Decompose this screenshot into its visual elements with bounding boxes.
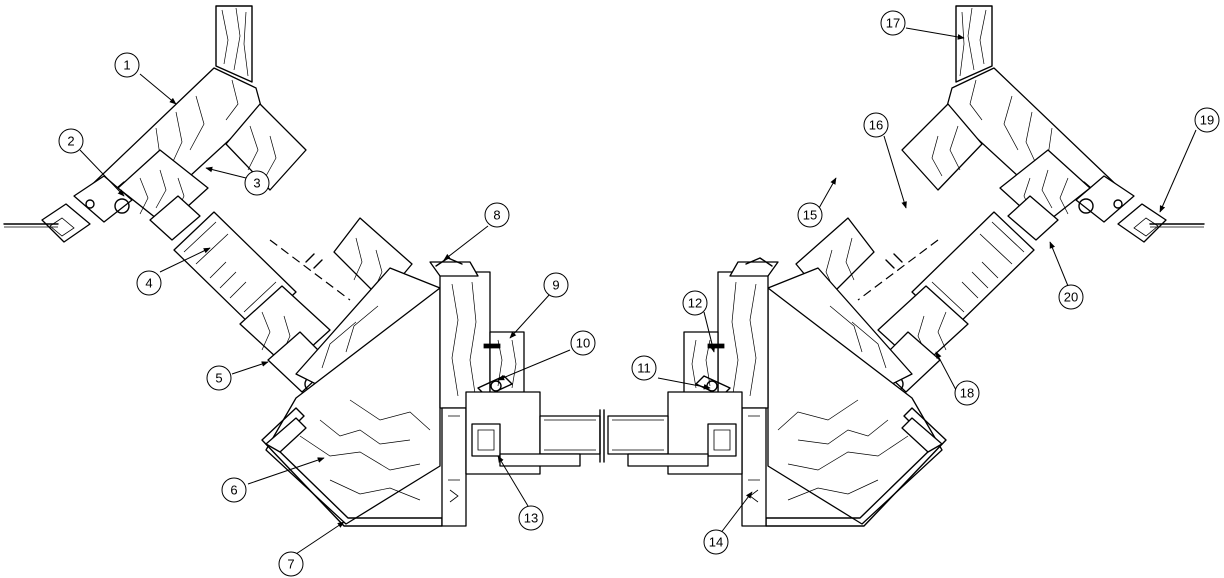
callout-balloon-circle <box>484 202 510 228</box>
callout-9: 9 <box>543 272 569 298</box>
callout-balloon-circle <box>221 477 247 503</box>
callout-balloon-circle <box>682 290 708 316</box>
callout-10: 10 <box>570 330 596 356</box>
callout-number: 4 <box>145 276 152 291</box>
callout-number: 7 <box>287 557 294 572</box>
callout-number: 18 <box>960 386 974 401</box>
callout-balloon-circle <box>278 551 304 577</box>
callout-6: 6 <box>221 477 247 503</box>
callout-7: 7 <box>278 551 304 577</box>
callout-balloon-circle <box>703 529 729 555</box>
callout-number: 12 <box>688 296 702 311</box>
callout-balloon-circle <box>631 355 657 381</box>
callout-balloon-circle <box>518 505 544 531</box>
callout-19: 19 <box>1194 107 1220 133</box>
callout-number: 2 <box>67 134 74 149</box>
callout-5: 5 <box>206 365 232 391</box>
callout-number: 6 <box>230 483 237 498</box>
callout-number: 11 <box>637 361 651 376</box>
callout-balloon-circle <box>206 365 232 391</box>
callout-number: 19 <box>1200 113 1214 128</box>
callout-balloon-circle <box>244 170 270 196</box>
callout-balloon-circle <box>114 52 140 78</box>
callout-balloon-circle <box>1194 107 1220 133</box>
callout-balloon-circle <box>543 272 569 298</box>
callout-balloon-circle <box>570 330 596 356</box>
callout-number: 17 <box>886 16 900 31</box>
callout-17: 17 <box>880 10 906 36</box>
callout-3: 3 <box>244 170 270 196</box>
leader-lines <box>79 27 1197 555</box>
callout-balloon-circle <box>880 10 906 36</box>
callout-balloon-circle <box>58 128 84 154</box>
callout-number: 13 <box>524 511 538 526</box>
callout-13: 13 <box>518 505 544 531</box>
callout-number: 20 <box>1064 290 1078 305</box>
callout-8: 8 <box>484 202 510 228</box>
callout-4: 4 <box>136 270 162 296</box>
callout-12: 12 <box>682 290 708 316</box>
callout-balloons: 1 2 3 4 5 6 7 8 9 10 11 12 13 14 15 16 1… <box>58 10 1220 577</box>
callout-balloon-circle <box>797 202 823 228</box>
callout-balloon-circle <box>863 112 889 138</box>
callout-number: 15 <box>803 208 817 223</box>
callout-2: 2 <box>58 128 84 154</box>
right-assembly <box>607 5 1205 527</box>
callout-11: 11 <box>631 355 657 381</box>
callout-14: 14 <box>703 529 729 555</box>
callout-number: 16 <box>869 118 883 133</box>
callout-number: 3 <box>253 176 260 191</box>
callout-number: 5 <box>215 371 222 386</box>
callout-20: 20 <box>1058 284 1084 310</box>
callout-balloon-circle <box>1058 284 1084 310</box>
callout-balloon-circle <box>954 380 980 406</box>
callout-number: 10 <box>576 336 590 351</box>
callout-1: 1 <box>114 52 140 78</box>
callout-balloon-circle <box>136 270 162 296</box>
callout-15: 15 <box>797 202 823 228</box>
left-assembly <box>3 5 605 527</box>
callout-number: 8 <box>493 208 500 223</box>
callout-18: 18 <box>954 380 980 406</box>
callout-16: 16 <box>863 112 889 138</box>
callout-number: 9 <box>552 278 559 293</box>
callout-number: 14 <box>709 535 723 550</box>
callout-number: 1 <box>123 58 130 73</box>
